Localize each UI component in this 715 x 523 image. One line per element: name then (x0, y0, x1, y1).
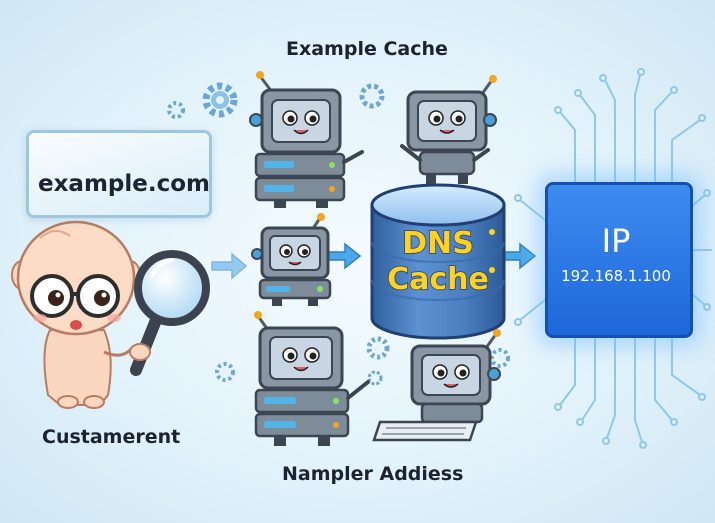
ip-value: 192.168.1.100 (561, 267, 671, 285)
dns-cache-line2: Cache (386, 261, 489, 298)
magnifier-icon (129, 250, 210, 376)
database-icon (370, 183, 506, 340)
robot-server-icon (372, 329, 501, 442)
robot-server-icon (254, 311, 370, 446)
robot-server-icon (400, 75, 497, 184)
dns-cache-line1: DNS (401, 225, 474, 262)
robot-server-icon (249, 71, 364, 208)
arrow-icon (211, 252, 248, 280)
domain-panel (26, 130, 212, 218)
gear-icon (366, 336, 390, 360)
robot-server-icon (251, 213, 332, 306)
arrow-icon (325, 242, 362, 270)
gear-icon (202, 82, 238, 118)
gear-icon (167, 101, 185, 119)
top-label: Example Cache (286, 38, 448, 60)
bottom-label: Nampler Addiess (282, 463, 464, 485)
gear-icon (490, 348, 510, 368)
ip-panel (545, 182, 693, 338)
ip-title: IP (601, 222, 631, 260)
dns-cache-label: DNS Cache (380, 225, 496, 298)
gear-icon (367, 370, 383, 386)
gear-icon (359, 83, 385, 109)
domain-text: example.com (38, 171, 211, 197)
arrow-icon (501, 242, 537, 270)
gear-icon (215, 362, 235, 382)
customer-label: Custamerent (42, 426, 181, 448)
customer-character (11, 220, 141, 409)
